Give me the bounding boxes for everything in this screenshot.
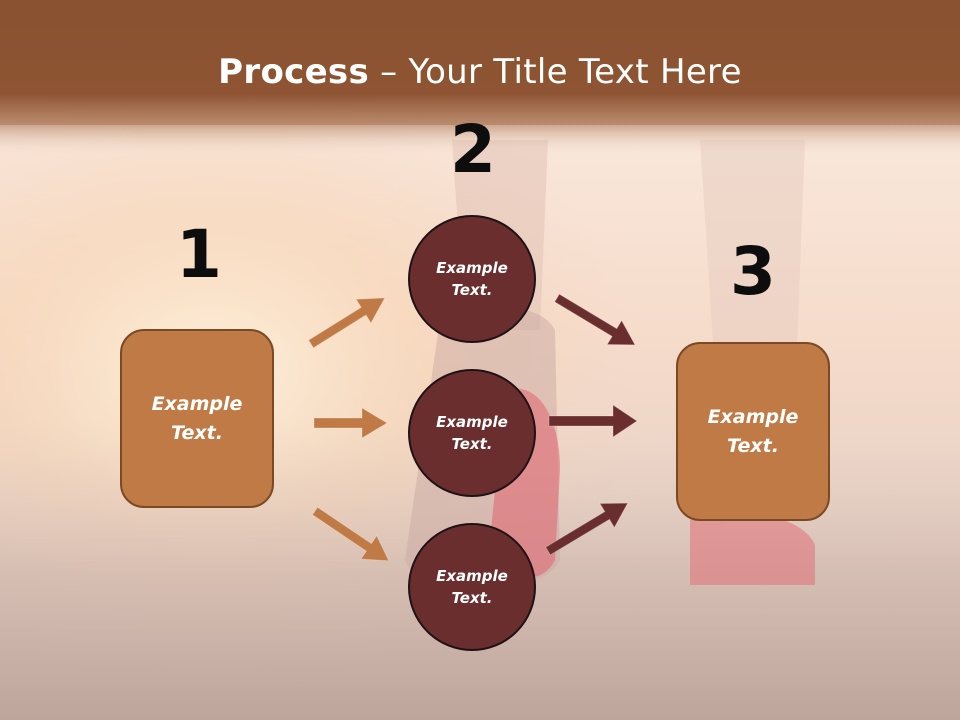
step-number-2: 2: [450, 111, 496, 188]
title-bold: Process: [218, 52, 370, 92]
slide-title: Process – Your Title Text Here: [0, 52, 960, 92]
step-number-3: 3: [730, 233, 776, 310]
arrow-right-icon: [544, 502, 629, 556]
title-rest: – Your Title Text Here: [369, 52, 742, 92]
arrow-right-icon: [313, 407, 388, 439]
arrow-right-icon: [548, 404, 638, 438]
arrow-right-icon: [307, 297, 386, 349]
step-number-1: 1: [176, 216, 222, 293]
arrow-right-icon: [553, 293, 636, 346]
arrow-right-icon: [311, 506, 390, 562]
